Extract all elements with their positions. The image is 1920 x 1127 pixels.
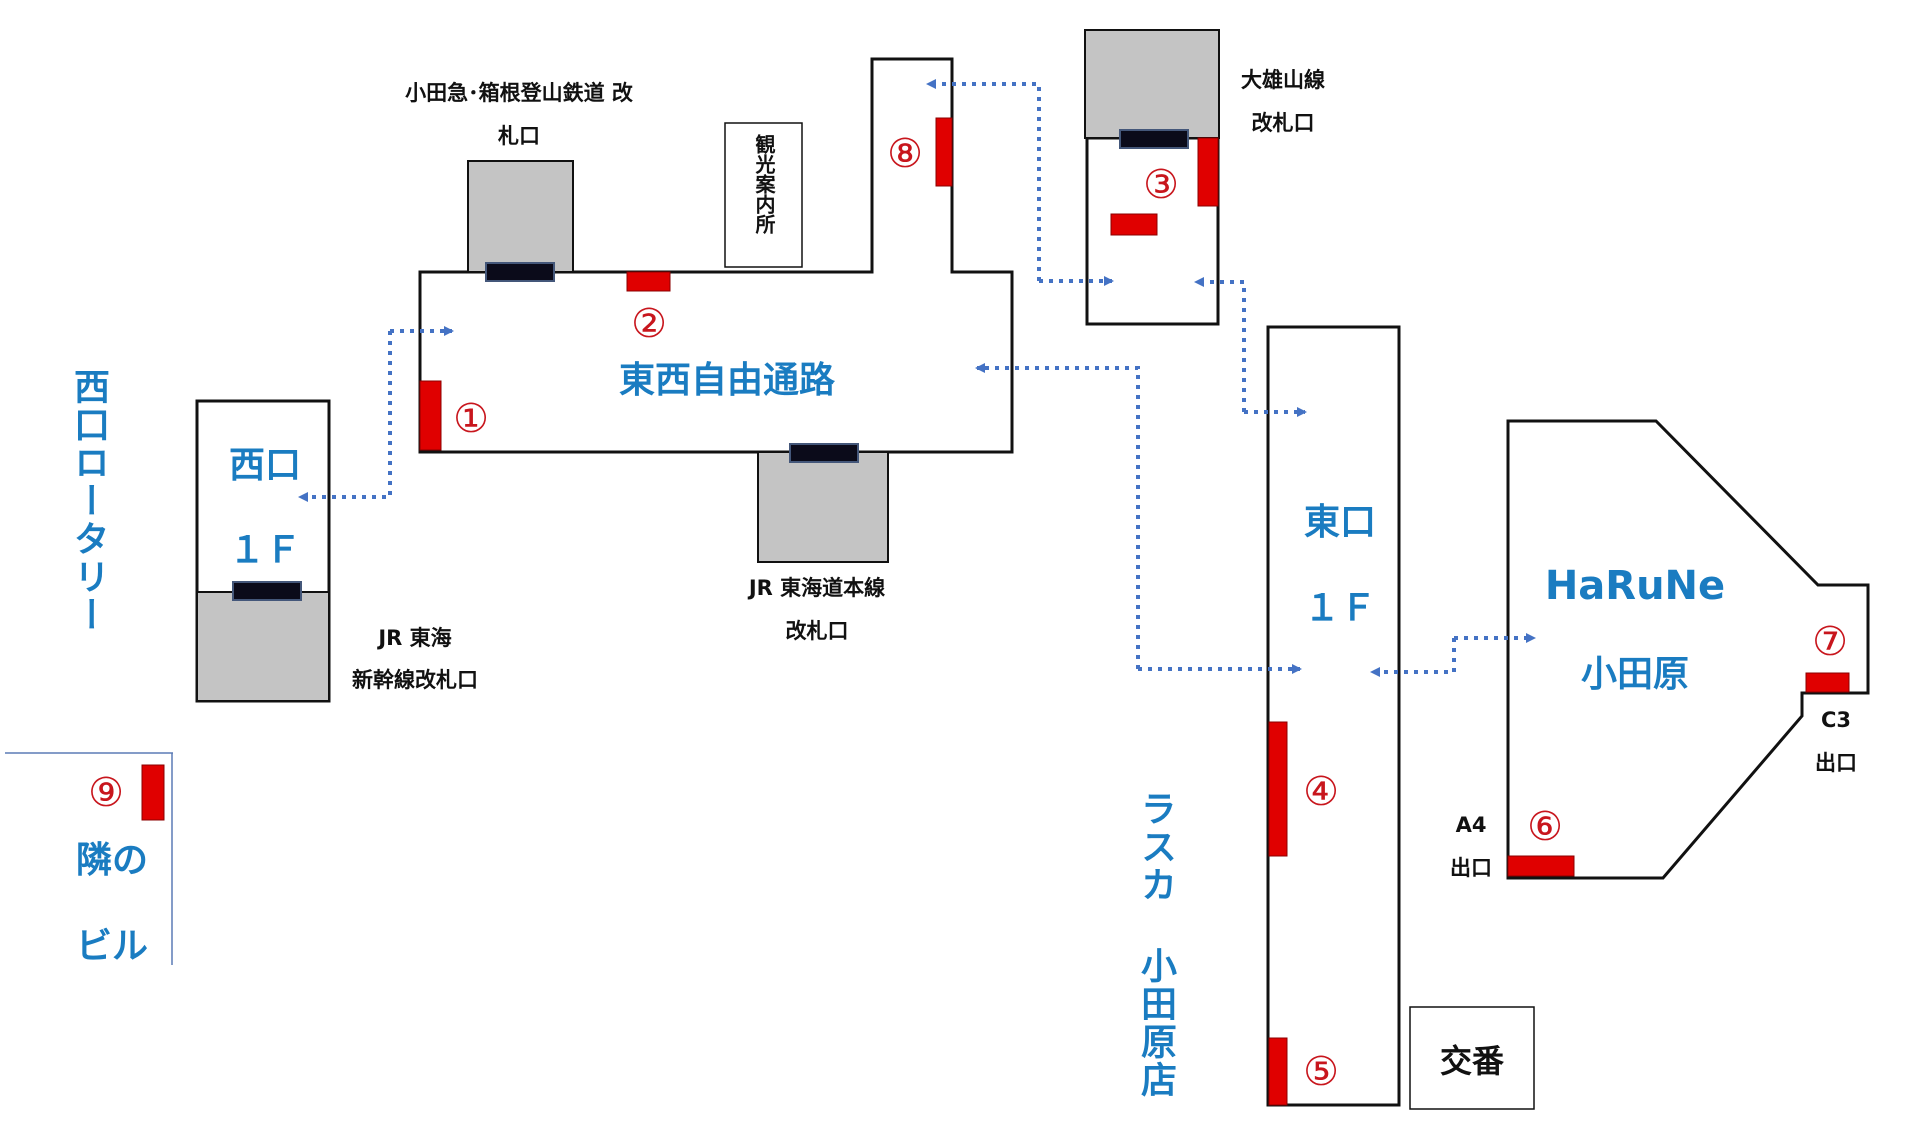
a4-exit-label-2: 出口: [1450, 856, 1492, 880]
tokaido-gate-label-2: 改札口: [786, 619, 849, 643]
marker-4-block: [1268, 721, 1288, 857]
harune-odawara-label: 小田原: [1581, 654, 1689, 695]
daiyuzan-gate-area: [1084, 29, 1220, 139]
west-exit-floor-label: １Ｆ: [229, 530, 301, 571]
marker-6-number: ⑥: [1527, 804, 1563, 850]
marker-3-block-a: [1197, 137, 1219, 207]
koban-box: [1409, 1006, 1535, 1110]
marker-3-block-b: [1110, 213, 1158, 236]
marker-1-number: ①: [453, 396, 489, 442]
tokaido-gate-area: [757, 451, 889, 563]
daiyuzan-gate-label-1: 大雄山線: [1241, 68, 1325, 92]
marker-4-number: ④: [1303, 769, 1339, 815]
neighbor-building-label-2: ビル: [76, 926, 148, 967]
east-west-passage-label: 東西自由通路: [619, 360, 836, 401]
shinkansen-gate-area: [196, 591, 330, 702]
arrow-daiyuzan-to-east-exit: [1194, 277, 1246, 412]
odakyu-gate-label-1: 小田急･箱根登山鉄道 改: [405, 81, 634, 105]
marker-7-block: [1805, 672, 1850, 693]
east-exit-outline: [1266, 325, 1401, 1107]
tokaido-gate-label-1: JR 東海道本線: [747, 576, 885, 600]
tourist-info-label: 観光案内所: [752, 134, 776, 234]
marker-8-number: ⑧: [887, 131, 923, 177]
marker-3-number: ③: [1143, 162, 1179, 208]
west-exit-label: 西口: [229, 445, 301, 486]
arrow-passage-to-east-exit: [975, 363, 1140, 669]
odakyu-gate-label-2: 札口: [497, 124, 540, 148]
east-west-passage-outline: [418, 57, 1014, 454]
marker-1-block: [419, 380, 442, 451]
marker-8-block: [935, 117, 953, 187]
c3-exit-label-2: 出口: [1815, 751, 1857, 775]
odakyu-gate-bar: [485, 262, 555, 282]
tokaido-gate-bar: [789, 443, 859, 463]
marker-6-block: [1507, 855, 1575, 877]
arrow-east-exit-to-harune: [1370, 638, 1456, 677]
daiyuzan-gate-label-2: 改札口: [1252, 111, 1315, 135]
lusca-odawara-label: ラスカ 小田原店: [1135, 790, 1176, 1099]
shinkansen-gate-bar: [232, 581, 302, 601]
marker-2-number: ②: [631, 301, 667, 347]
marker-9-block: [141, 764, 165, 821]
shinkansen-gate-label-2: 新幹線改札口: [352, 668, 478, 692]
koban-label: 交番: [1440, 1042, 1505, 1080]
marker-9-number: ⑨: [88, 770, 124, 816]
east-exit-label: 東口: [1304, 502, 1376, 543]
odakyu-gate-area: [467, 160, 574, 273]
c3-exit-label-1: C3: [1821, 708, 1851, 732]
neighbor-building-label-1: 隣の: [76, 840, 148, 881]
harune-outline: [1506, 419, 1870, 880]
marker-7-number: ⑦: [1812, 619, 1848, 665]
marker-5-number: ⑤: [1303, 1049, 1339, 1095]
east-exit-floor-label: １Ｆ: [1304, 588, 1376, 629]
daiyuzan-gate-bar: [1119, 129, 1189, 149]
harune-label: HaRuNe: [1545, 563, 1725, 609]
shinkansen-gate-label-1: JR 東海: [376, 626, 451, 650]
arrow-passage-ext-to-daiyuzan: [926, 79, 1041, 281]
marker-2-block: [626, 271, 671, 292]
a4-exit-label-1: A4: [1456, 813, 1487, 837]
west-rotary-label: 西口ロータリー: [68, 368, 109, 634]
marker-5-block: [1268, 1037, 1288, 1106]
tourist-info-box: [724, 122, 803, 268]
